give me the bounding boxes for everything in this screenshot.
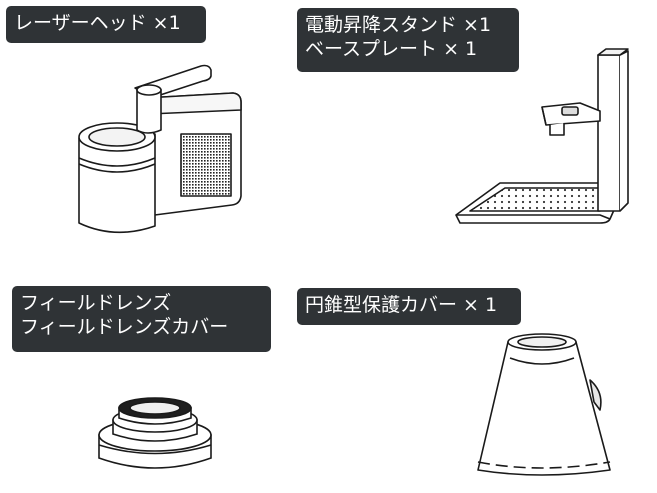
label-laser-head: レーザーヘッド ×1 bbox=[6, 6, 206, 43]
label-cone-cover-text: 円錐型保護カバー × 1 bbox=[305, 294, 498, 316]
lift-stand-illustration bbox=[450, 43, 635, 233]
cone-cover-illustration bbox=[470, 330, 620, 480]
label-lift-stand: 電動昇降スタンド ×1 ベースプレート × 1 bbox=[297, 8, 519, 72]
label-lift-stand-line-2: ベースプレート × 1 bbox=[305, 38, 478, 60]
field-lens-illustration bbox=[95, 390, 215, 475]
label-lift-stand-line-1: 電動昇降スタンド ×1 bbox=[305, 14, 492, 36]
label-field-lens-line-2: フィールドレンズカバー bbox=[20, 316, 229, 338]
label-laser-head-text: レーザーヘッド ×1 bbox=[14, 12, 181, 34]
label-cone-cover: 円錐型保護カバー × 1 bbox=[297, 288, 521, 325]
label-field-lens-line-1: フィールドレンズ bbox=[20, 292, 172, 314]
laser-head-illustration bbox=[75, 58, 245, 238]
label-field-lens: フィールドレンズ フィールドレンズカバー bbox=[12, 286, 271, 352]
